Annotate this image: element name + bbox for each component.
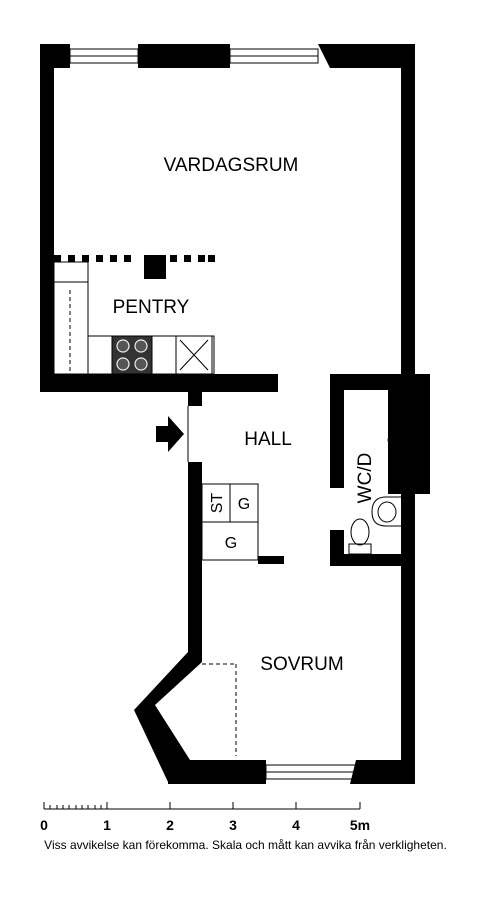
windows <box>69 48 357 780</box>
scale-label-2: 2 <box>166 817 174 833</box>
kitchen-sink <box>175 335 213 375</box>
wardrobe-bottom <box>201 521 259 561</box>
scale-label-5: 5m <box>350 817 370 833</box>
room-label-vardagsrum: VARDAGSRUM <box>164 155 299 176</box>
counter-left <box>53 281 89 375</box>
disclaimer-text: Viss avvikelse kan förekomma. Skala och … <box>44 838 447 852</box>
scale-label-4: 4 <box>292 817 300 833</box>
storage-label: ST <box>209 493 226 514</box>
fridge <box>53 261 89 283</box>
sink-icon <box>371 496 401 527</box>
bedroom-wardrobe-outline <box>202 663 237 756</box>
wardrobe-bottom-label: G <box>225 535 237 552</box>
entrance-arrow-icon <box>156 416 184 452</box>
room-label-wcd: WC/D <box>355 453 376 504</box>
kitchen-divider <box>54 255 215 279</box>
scale-label-1: 1 <box>103 817 111 833</box>
room-label-hall: HALL <box>244 429 292 450</box>
scale-bar <box>43 802 361 810</box>
room-label-pentry: PENTRY <box>113 297 190 318</box>
closets <box>201 483 259 561</box>
scale-label-3: 3 <box>229 817 237 833</box>
toilet-icon <box>348 518 372 555</box>
stove-icon <box>111 335 153 375</box>
wardrobe-top-label: G <box>238 496 250 513</box>
scale-label-0: 0 <box>40 817 48 833</box>
walls <box>40 44 430 784</box>
shower-head-icon <box>387 428 399 446</box>
room-label-sovrum: SOVRUM <box>260 654 343 675</box>
